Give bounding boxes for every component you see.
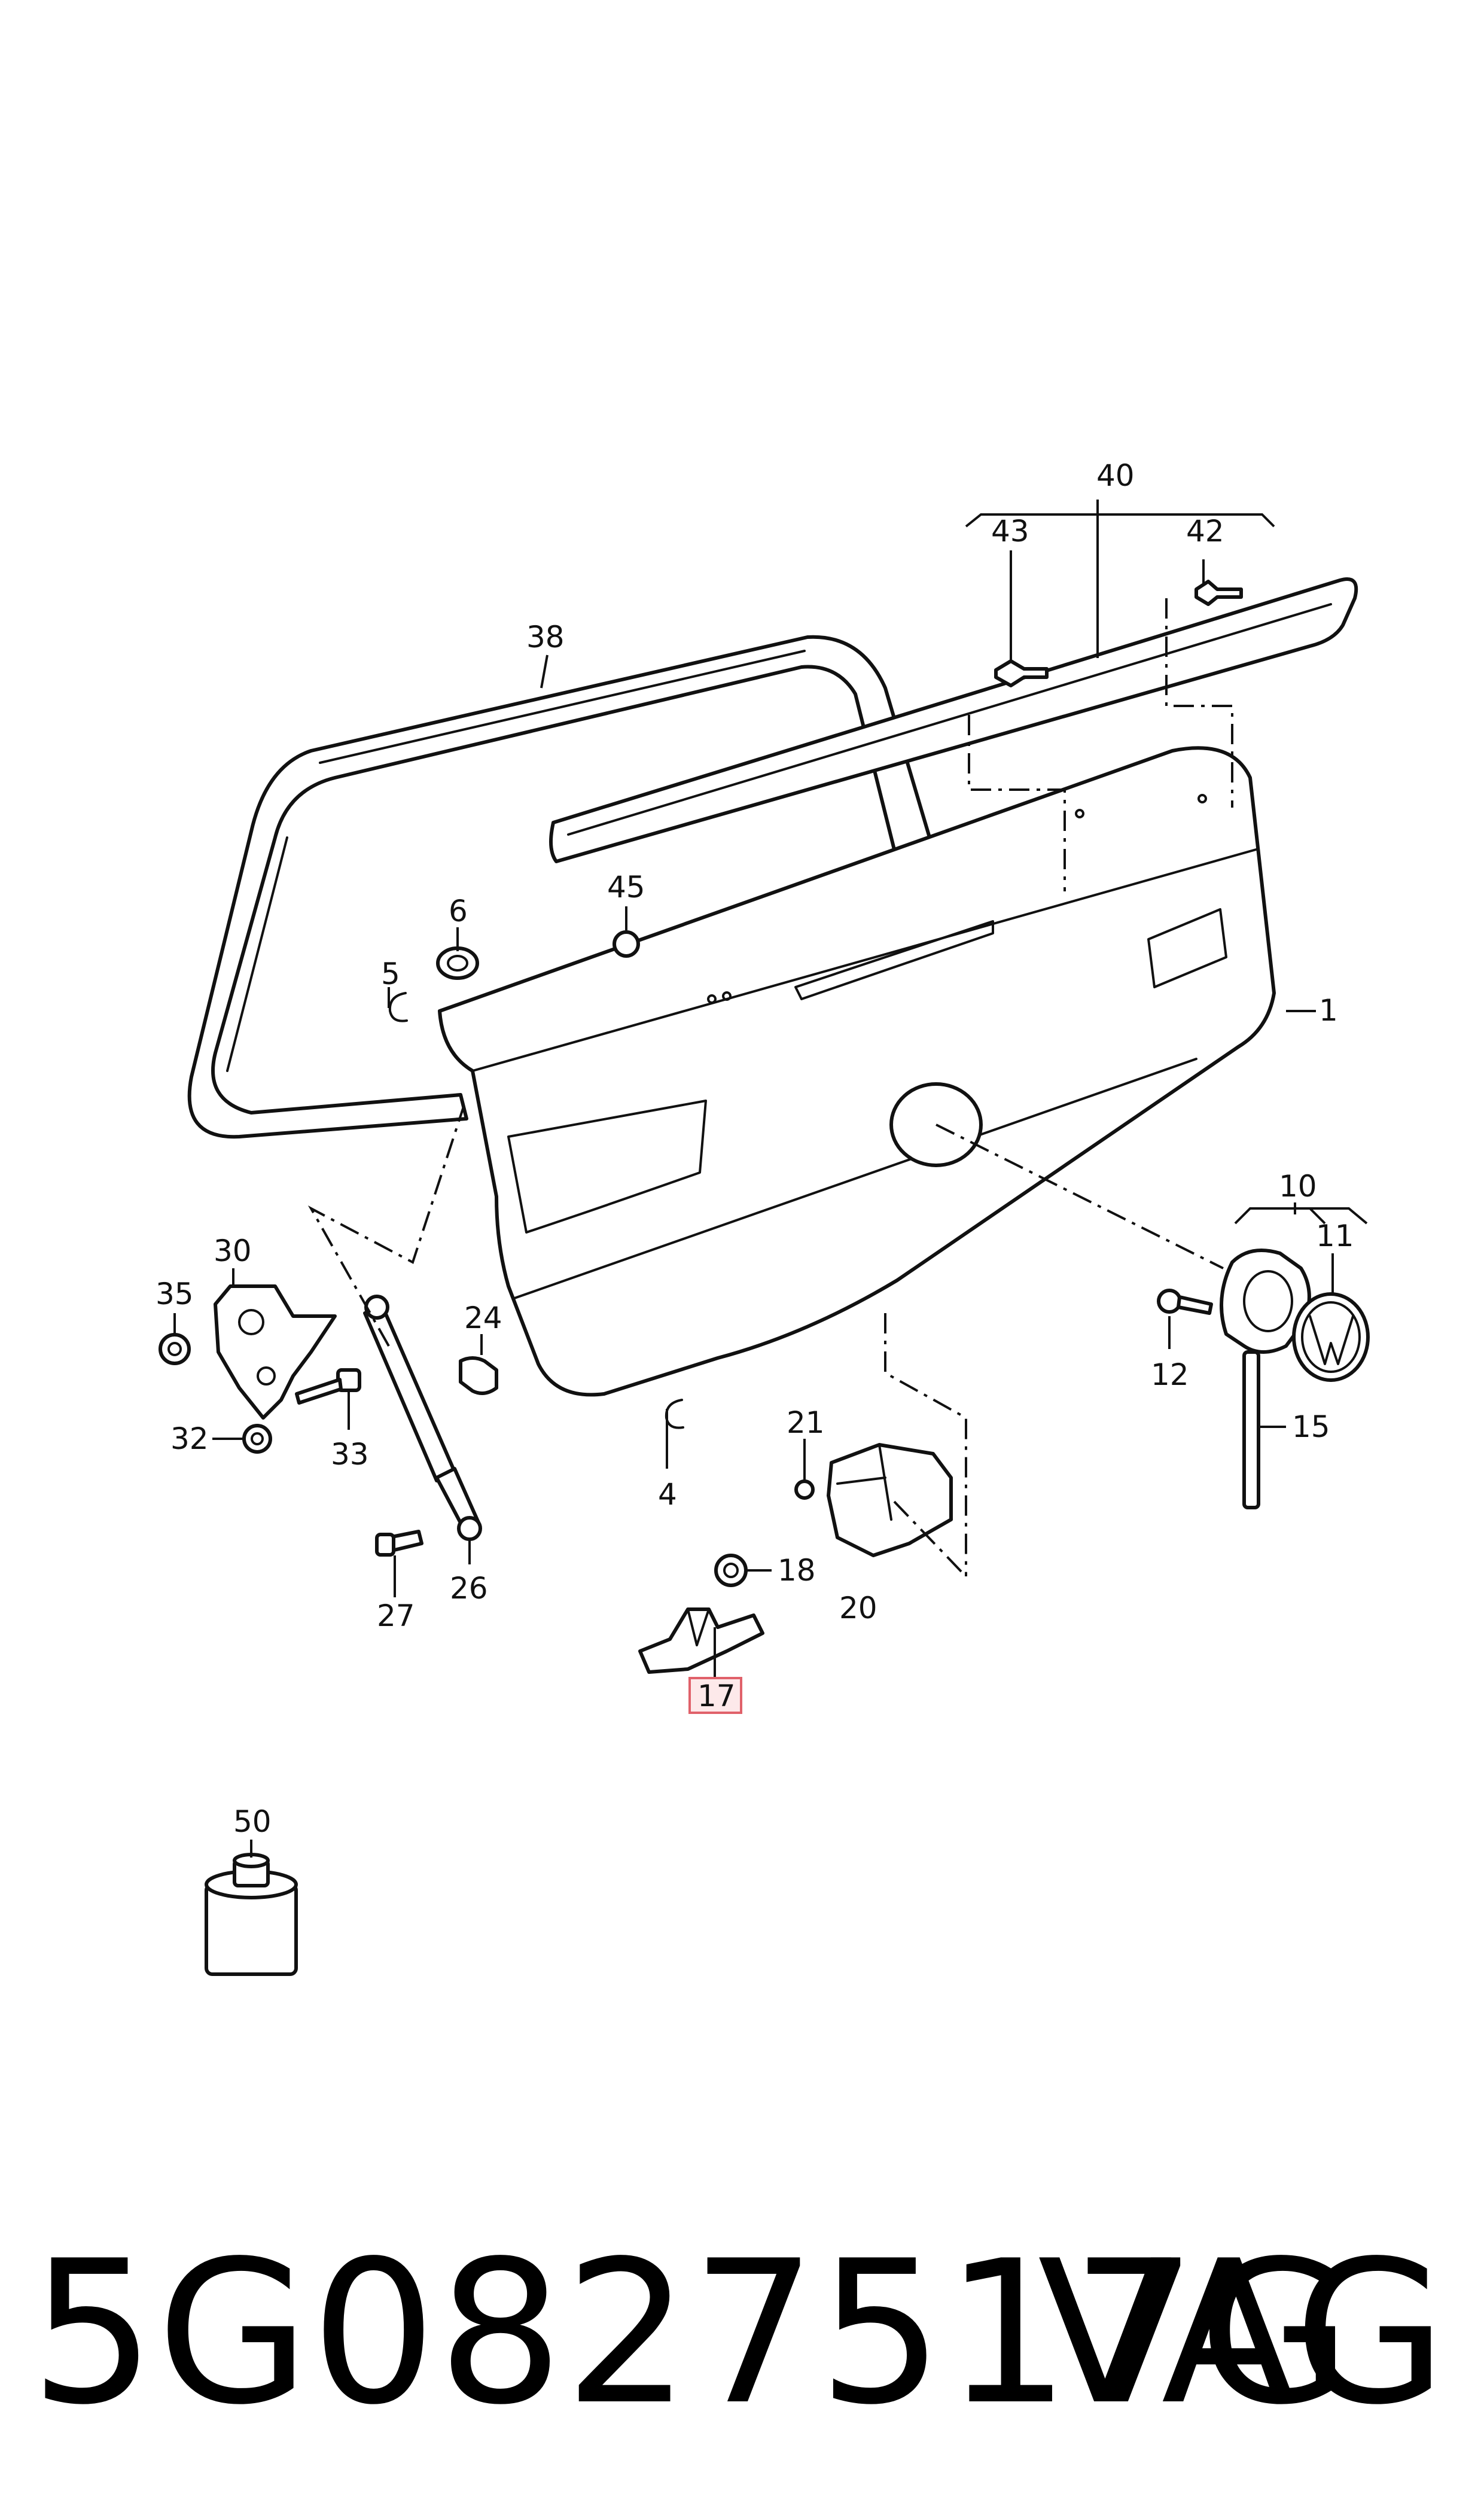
callout-15: 15	[1292, 1409, 1330, 1444]
part-40-rear-spoiler	[549, 577, 1358, 863]
part-24-buffer	[459, 1356, 498, 1395]
callout-labels: 1 4 5 6 10 11 12 15 17 18 20 21 24 26 27…	[156, 458, 1354, 1839]
callout-5: 5	[381, 957, 400, 991]
callout-30: 30	[214, 1234, 252, 1268]
part-17-striker-plate	[638, 1607, 764, 1674]
callout-50: 50	[233, 1804, 272, 1839]
part-18-nut	[714, 1554, 748, 1587]
part-6-grommet	[436, 946, 479, 980]
part-43-fastener	[994, 659, 1049, 687]
callout-10: 10	[1279, 1169, 1317, 1204]
part-15-rod	[1242, 1350, 1260, 1509]
part-33-bolt	[295, 1368, 361, 1405]
callout-32: 32	[170, 1421, 209, 1456]
callout-33: 33	[331, 1437, 369, 1472]
callout-1: 1	[1319, 993, 1338, 1028]
part-38-tailgate-seal	[187, 635, 935, 1139]
callout-38: 38	[526, 620, 565, 654]
callout-27: 27	[377, 1599, 415, 1633]
callout-35: 35	[156, 1277, 194, 1311]
callout-21: 21	[787, 1405, 825, 1440]
callout-24: 24	[464, 1301, 502, 1335]
callout-17-highlight	[688, 1677, 742, 1714]
part-10-rear-camera	[1220, 1249, 1311, 1354]
part-45-nut	[613, 930, 640, 958]
part-32-nut	[242, 1424, 272, 1454]
part-11-vw-emblem	[1292, 1292, 1370, 1382]
part-30-hinge	[214, 1284, 337, 1420]
callout-40: 40	[1096, 458, 1135, 493]
part-number: 5G0827517G	[30, 2218, 1353, 2448]
part-27-ball-pin	[375, 1530, 423, 1557]
callout-17: 17	[697, 1679, 736, 1713]
callout-11: 11	[1316, 1219, 1354, 1253]
callout-42: 42	[1186, 514, 1224, 549]
part-50-container	[205, 1853, 298, 1976]
part-5-clip	[388, 992, 408, 1022]
callout-43: 43	[991, 514, 1029, 549]
callout-6: 6	[449, 894, 468, 928]
part-42-fastener	[1194, 580, 1243, 606]
callout-4: 4	[658, 1477, 677, 1512]
assembly-lines	[307, 598, 1233, 1576]
part-26-gas-strut	[363, 1295, 482, 1541]
part-20-lock-unit	[827, 1443, 953, 1557]
leader-lines	[173, 500, 1368, 1858]
callout-45: 45	[607, 870, 645, 905]
callout-26: 26	[450, 1571, 488, 1606]
part-21-nut	[794, 1479, 815, 1500]
part-4-clip	[665, 1399, 684, 1429]
part-12-screw	[1157, 1289, 1213, 1315]
callout-20: 20	[839, 1591, 877, 1625]
brand-name: VAG	[1037, 2218, 1448, 2448]
callout-12: 12	[1151, 1357, 1189, 1392]
part-35-washer	[159, 1333, 191, 1365]
callout-18: 18	[778, 1553, 816, 1588]
